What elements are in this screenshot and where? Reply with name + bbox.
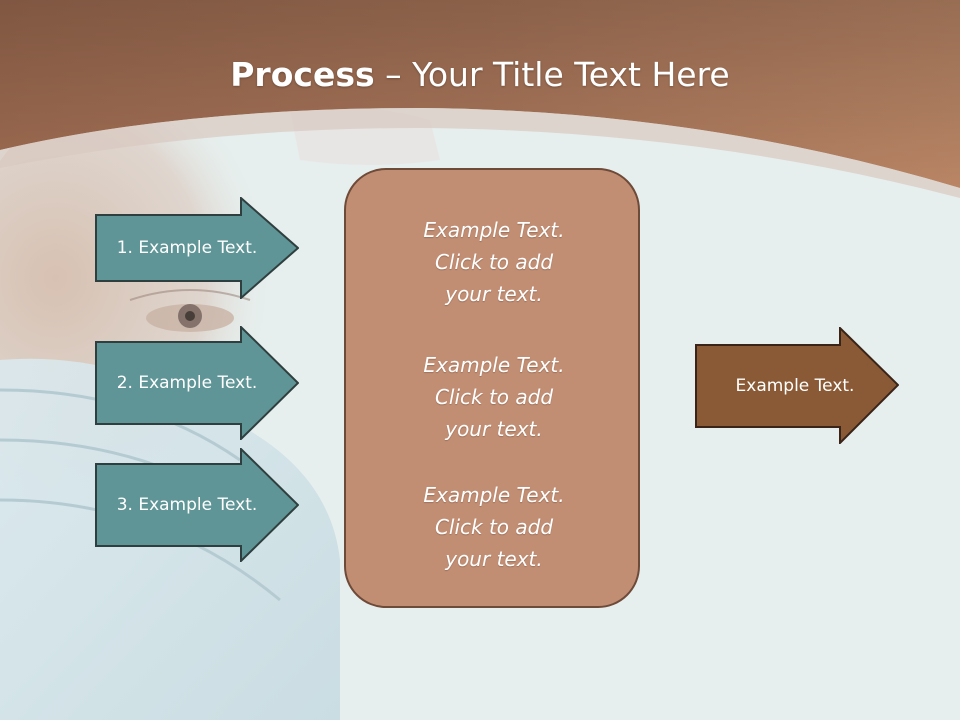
arrow-shape (95, 197, 299, 299)
process-arrow-3[interactable]: 3. Example Text. (95, 448, 299, 562)
arrow-shape (695, 327, 899, 444)
box-text-block-1: Example Text. Click to add your text. (423, 218, 565, 306)
arrow-label: 2. Example Text. (116, 373, 258, 393)
box-text-block-3: Example Text. Click to add your text. (423, 483, 565, 571)
process-arrow-1[interactable]: 1. Example Text. (95, 197, 299, 299)
title-bold: Process (230, 55, 375, 94)
result-arrow[interactable]: Example Text. (695, 327, 899, 444)
box-text-block-2: Example Text. Click to add your text. (423, 353, 565, 441)
arrow-label: Example Text. (735, 375, 855, 396)
arrow-label: 1. Example Text. (116, 238, 258, 258)
arrow-label: 3. Example Text. (116, 495, 258, 515)
arrow-shape (95, 448, 299, 562)
title-rest: – Your Title Text Here (374, 55, 730, 94)
slide-title[interactable]: Process – Your Title Text Here (0, 50, 960, 100)
center-text-box[interactable]: Example Text. Click to add your text. Ex… (344, 168, 640, 608)
arrow-shape (95, 326, 299, 440)
process-arrow-2[interactable]: 2. Example Text. (95, 326, 299, 440)
